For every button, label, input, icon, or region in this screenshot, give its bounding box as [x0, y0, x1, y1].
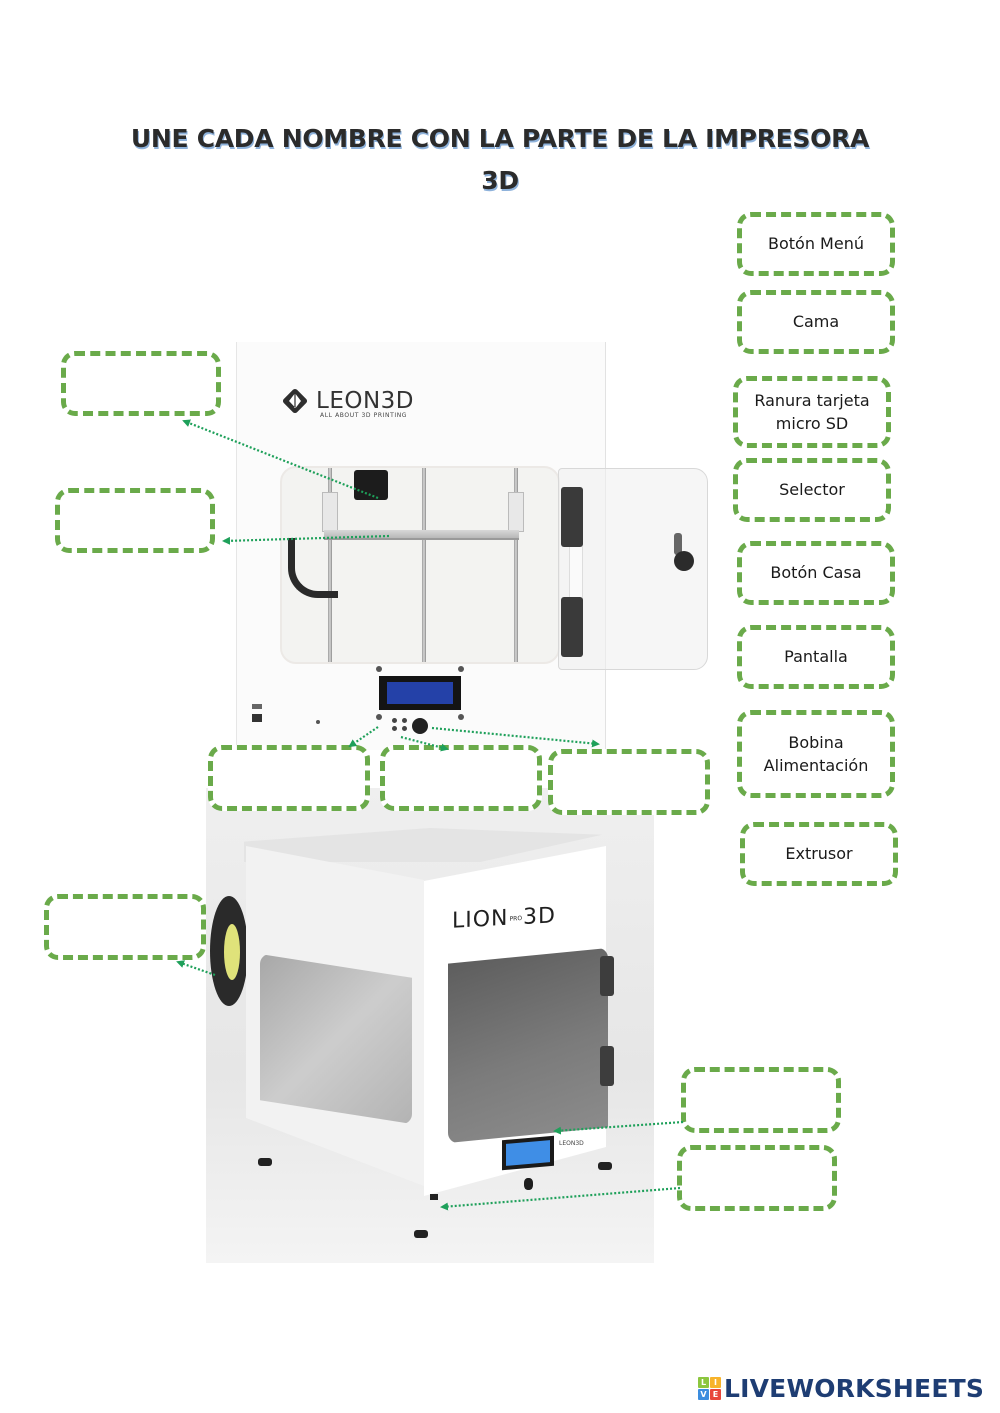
selector-knob-icon: [524, 1178, 533, 1190]
home-button-icon: [402, 718, 407, 723]
carriage-icon: [322, 492, 338, 532]
lcd-screen: [387, 682, 453, 704]
printer-door: [558, 468, 708, 670]
worksheet-title-line2: 3D: [481, 166, 519, 195]
drop-target-menu-button[interactable]: [208, 745, 370, 811]
menu-button-icon: [392, 718, 397, 723]
sd-slot-icon: [252, 714, 262, 722]
leon3d-logo: LEON3D ALL ABOUT 3D PRINTING: [278, 388, 414, 419]
sd-label-icon: [252, 704, 262, 709]
word-card-ranura-sd[interactable]: Ranura tarjeta micro SD: [733, 376, 891, 448]
word-card-boton-casa[interactable]: Botón Casa: [737, 541, 895, 605]
word-card-extrusor[interactable]: Extrusor: [740, 822, 898, 886]
carriage-icon: [508, 492, 524, 532]
liveworksheets-logo: L I V E LIVEWORKSHEETS: [698, 1376, 984, 1401]
screw-icon: [458, 714, 464, 720]
drop-target-sd-slot[interactable]: [677, 1145, 837, 1211]
z-rod-icon: [514, 468, 518, 662]
hinge-icon: [600, 956, 614, 996]
word-card-cama[interactable]: Cama: [737, 290, 895, 354]
hinge-icon: [561, 487, 583, 547]
screw-icon: [458, 666, 464, 672]
print-bed-icon: [324, 530, 519, 540]
printer-front-image: LEON3D ALL ABOUT 3D PRINTING: [230, 340, 720, 752]
drop-target-bed[interactable]: [55, 488, 215, 553]
selector-knob-icon: [412, 718, 428, 734]
screw-icon: [316, 720, 320, 724]
worksheet-title-line1: UNE CADA NOMBRE CON LA PARTE DE LA IMPRE…: [130, 124, 870, 153]
drop-target-extruder[interactable]: [61, 351, 221, 416]
lock-icon: [674, 551, 694, 571]
screw-icon: [376, 666, 382, 672]
word-card-pantalla[interactable]: Pantalla: [737, 625, 895, 689]
foot-icon: [258, 1158, 272, 1166]
printer-perspective-image: LIONPRO3D LEON3D: [206, 788, 654, 1263]
lcd-screen: [506, 1140, 550, 1166]
drop-target-spool[interactable]: [44, 894, 206, 960]
lcd-display: [502, 1135, 554, 1171]
foot-icon: [598, 1162, 612, 1170]
drop-target-selector[interactable]: [548, 749, 710, 815]
hinge-icon: [561, 597, 583, 657]
foot-icon: [414, 1230, 428, 1238]
word-card-selector[interactable]: Selector: [733, 458, 891, 522]
drop-target-display[interactable]: [681, 1067, 841, 1133]
button-icon: [402, 726, 407, 731]
hinge-icon: [600, 1046, 614, 1086]
liveworksheets-tiles-icon: L I V E: [698, 1377, 721, 1400]
word-card-bobina[interactable]: Bobina Alimentación: [737, 710, 895, 798]
cable-icon: [288, 538, 338, 598]
sd-slot-icon: [430, 1194, 438, 1200]
lcd-display: [379, 676, 461, 710]
word-card-boton-menu[interactable]: Botón Menú: [737, 212, 895, 276]
build-chamber: [280, 466, 560, 664]
drop-target-home-button[interactable]: [380, 745, 542, 811]
extruder-fan-icon: [354, 470, 388, 500]
front-window: [448, 948, 608, 1143]
filament-icon: [224, 924, 240, 980]
lock-lever-icon: [674, 533, 682, 555]
leon3d-logo-icon: [278, 388, 312, 414]
side-window: [260, 954, 412, 1124]
z-rod-icon: [422, 468, 426, 662]
screw-icon: [376, 714, 382, 720]
button-icon: [392, 726, 397, 731]
